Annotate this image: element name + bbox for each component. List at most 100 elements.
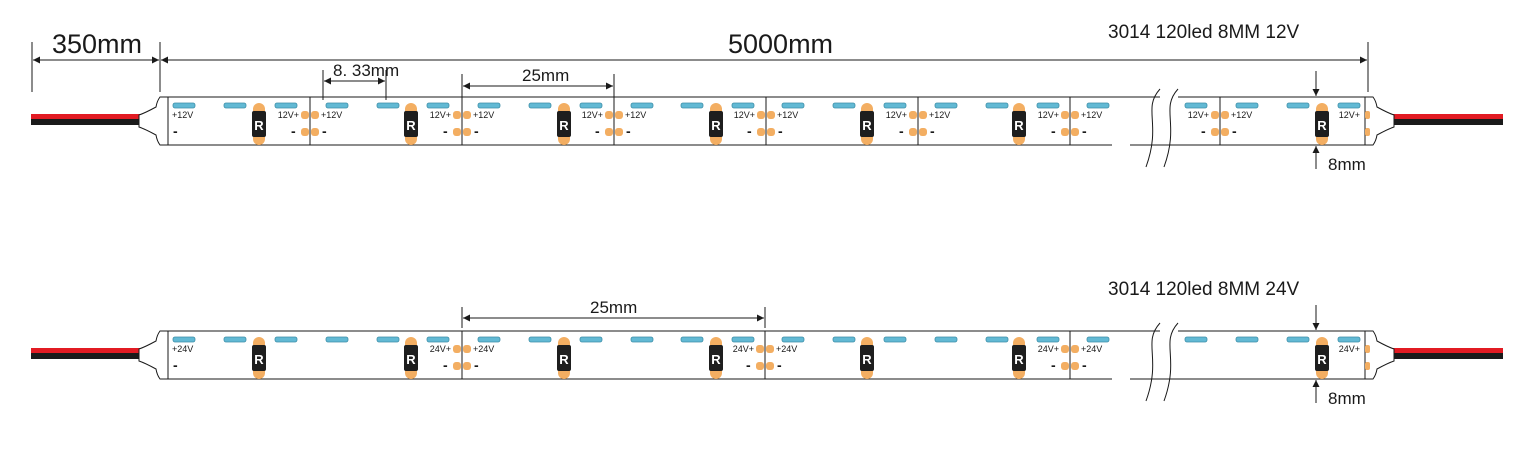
resistor-icon — [1012, 111, 1026, 137]
resistor-icon — [557, 111, 571, 137]
led-chip-icon — [1286, 336, 1310, 343]
led-chip-icon — [477, 102, 501, 109]
solder-pad-icon — [1071, 128, 1079, 136]
solder-pad-icon — [766, 362, 774, 370]
start-negative-label: - — [173, 123, 178, 139]
resistor-icon — [1012, 345, 1026, 371]
solder-pad-icon — [453, 345, 461, 353]
cut-start-label: +24V — [1081, 344, 1102, 354]
led-chip-icon — [985, 336, 1009, 343]
resistor-label: R — [1014, 352, 1024, 367]
negative-label: - — [778, 123, 783, 139]
solder-pad-icon — [311, 128, 319, 136]
resistor-label: R — [1014, 118, 1024, 133]
resistor-icon — [709, 111, 723, 137]
cut-start-label: +12V — [321, 110, 342, 120]
led-chip-icon — [325, 102, 349, 109]
resistor-label: R — [254, 118, 264, 133]
resistor-label: R — [711, 352, 721, 367]
break-mark-icon — [1163, 322, 1179, 402]
resistor-label: R — [406, 118, 416, 133]
solder-pad-icon — [1365, 362, 1370, 370]
break-mark-icon — [1145, 88, 1161, 168]
solder-pad-icon — [919, 128, 927, 136]
led-chip-icon — [376, 336, 400, 343]
led-chip-icon — [477, 336, 501, 343]
break-mark-icon — [1145, 322, 1161, 402]
led-chip-icon — [630, 336, 654, 343]
cable-black-right — [1393, 119, 1503, 125]
cut-start-label: +12V — [625, 110, 646, 120]
led-chip-icon — [172, 336, 196, 343]
start-plus-label: +24V — [172, 344, 193, 354]
led-chip-icon — [731, 336, 755, 343]
spec-label-24v: 3014 120led 8MM 24V — [1108, 279, 1300, 300]
solder-pad-icon — [909, 111, 917, 119]
solder-pad-icon — [301, 111, 309, 119]
solder-pad-icon — [757, 128, 765, 136]
cable-red-left — [31, 114, 141, 119]
resistor-label: R — [862, 352, 872, 367]
solder-pad-icon — [757, 111, 765, 119]
break-mark-icon — [1163, 88, 1179, 168]
negative-label: - — [746, 357, 751, 373]
led-chip-icon — [528, 336, 552, 343]
cut-start-label: +12V — [929, 110, 950, 120]
solder-pad-icon — [1061, 111, 1069, 119]
led-chip-icon — [274, 336, 298, 343]
resistor-label: R — [711, 118, 721, 133]
led-chip-icon — [832, 336, 856, 343]
resistor-label: R — [862, 118, 872, 133]
negative-label: - — [1051, 123, 1056, 139]
led-chip-icon — [934, 102, 958, 109]
resistor-icon — [709, 345, 723, 371]
led-chip-icon — [781, 336, 805, 343]
strip-length-label: 5000mm — [728, 29, 833, 59]
led-chip-icon — [731, 102, 755, 109]
resistor-label: R — [1317, 352, 1327, 367]
resistor-label: R — [406, 352, 416, 367]
cut-start-label: +12V — [473, 110, 494, 120]
led-chip-icon — [426, 336, 450, 343]
cable-black-left — [31, 353, 141, 359]
solder-pad-icon — [605, 128, 613, 136]
led-chip-icon — [223, 102, 247, 109]
resistor-icon — [252, 345, 266, 371]
led-chip-icon — [832, 102, 856, 109]
led-chip-icon — [1086, 336, 1110, 343]
cut-end-label: 12V+ — [886, 110, 907, 120]
solder-pad-icon — [919, 111, 927, 119]
led-chip-icon — [883, 102, 907, 109]
solder-pad-icon — [615, 111, 623, 119]
led-chip-icon — [274, 102, 298, 109]
solder-pad-icon — [605, 111, 613, 119]
end-cap-right — [1365, 96, 1395, 146]
solder-pad-icon — [756, 362, 764, 370]
solder-pad-icon — [767, 111, 775, 119]
led-chip-icon — [781, 102, 805, 109]
end-cap-right — [1365, 330, 1395, 380]
led-chip-icon — [223, 336, 247, 343]
negative-label: - — [291, 123, 296, 139]
resistor-label: R — [254, 352, 264, 367]
cut-end-label: 24V+ — [430, 344, 451, 354]
end-plus-label: 24V+ — [1339, 344, 1360, 354]
led-chip-icon — [1235, 102, 1259, 109]
solder-pad-icon — [1221, 111, 1229, 119]
end-cap-left — [138, 96, 168, 146]
resistor-label: R — [1317, 118, 1327, 133]
cable-black-right — [1393, 353, 1503, 359]
resistor-icon — [404, 345, 418, 371]
solder-pad-icon — [453, 362, 461, 370]
led-chip-icon — [883, 336, 907, 343]
led-chip-icon — [934, 336, 958, 343]
solder-pad-icon — [766, 345, 774, 353]
solder-pad-icon — [1061, 362, 1069, 370]
led-pitch-label: 8. 33mm — [333, 61, 399, 80]
negative-label: - — [1082, 357, 1087, 373]
negative-label: - — [626, 123, 631, 139]
cut-end-label: 12V+ — [734, 110, 755, 120]
solder-pad-icon — [909, 128, 917, 136]
